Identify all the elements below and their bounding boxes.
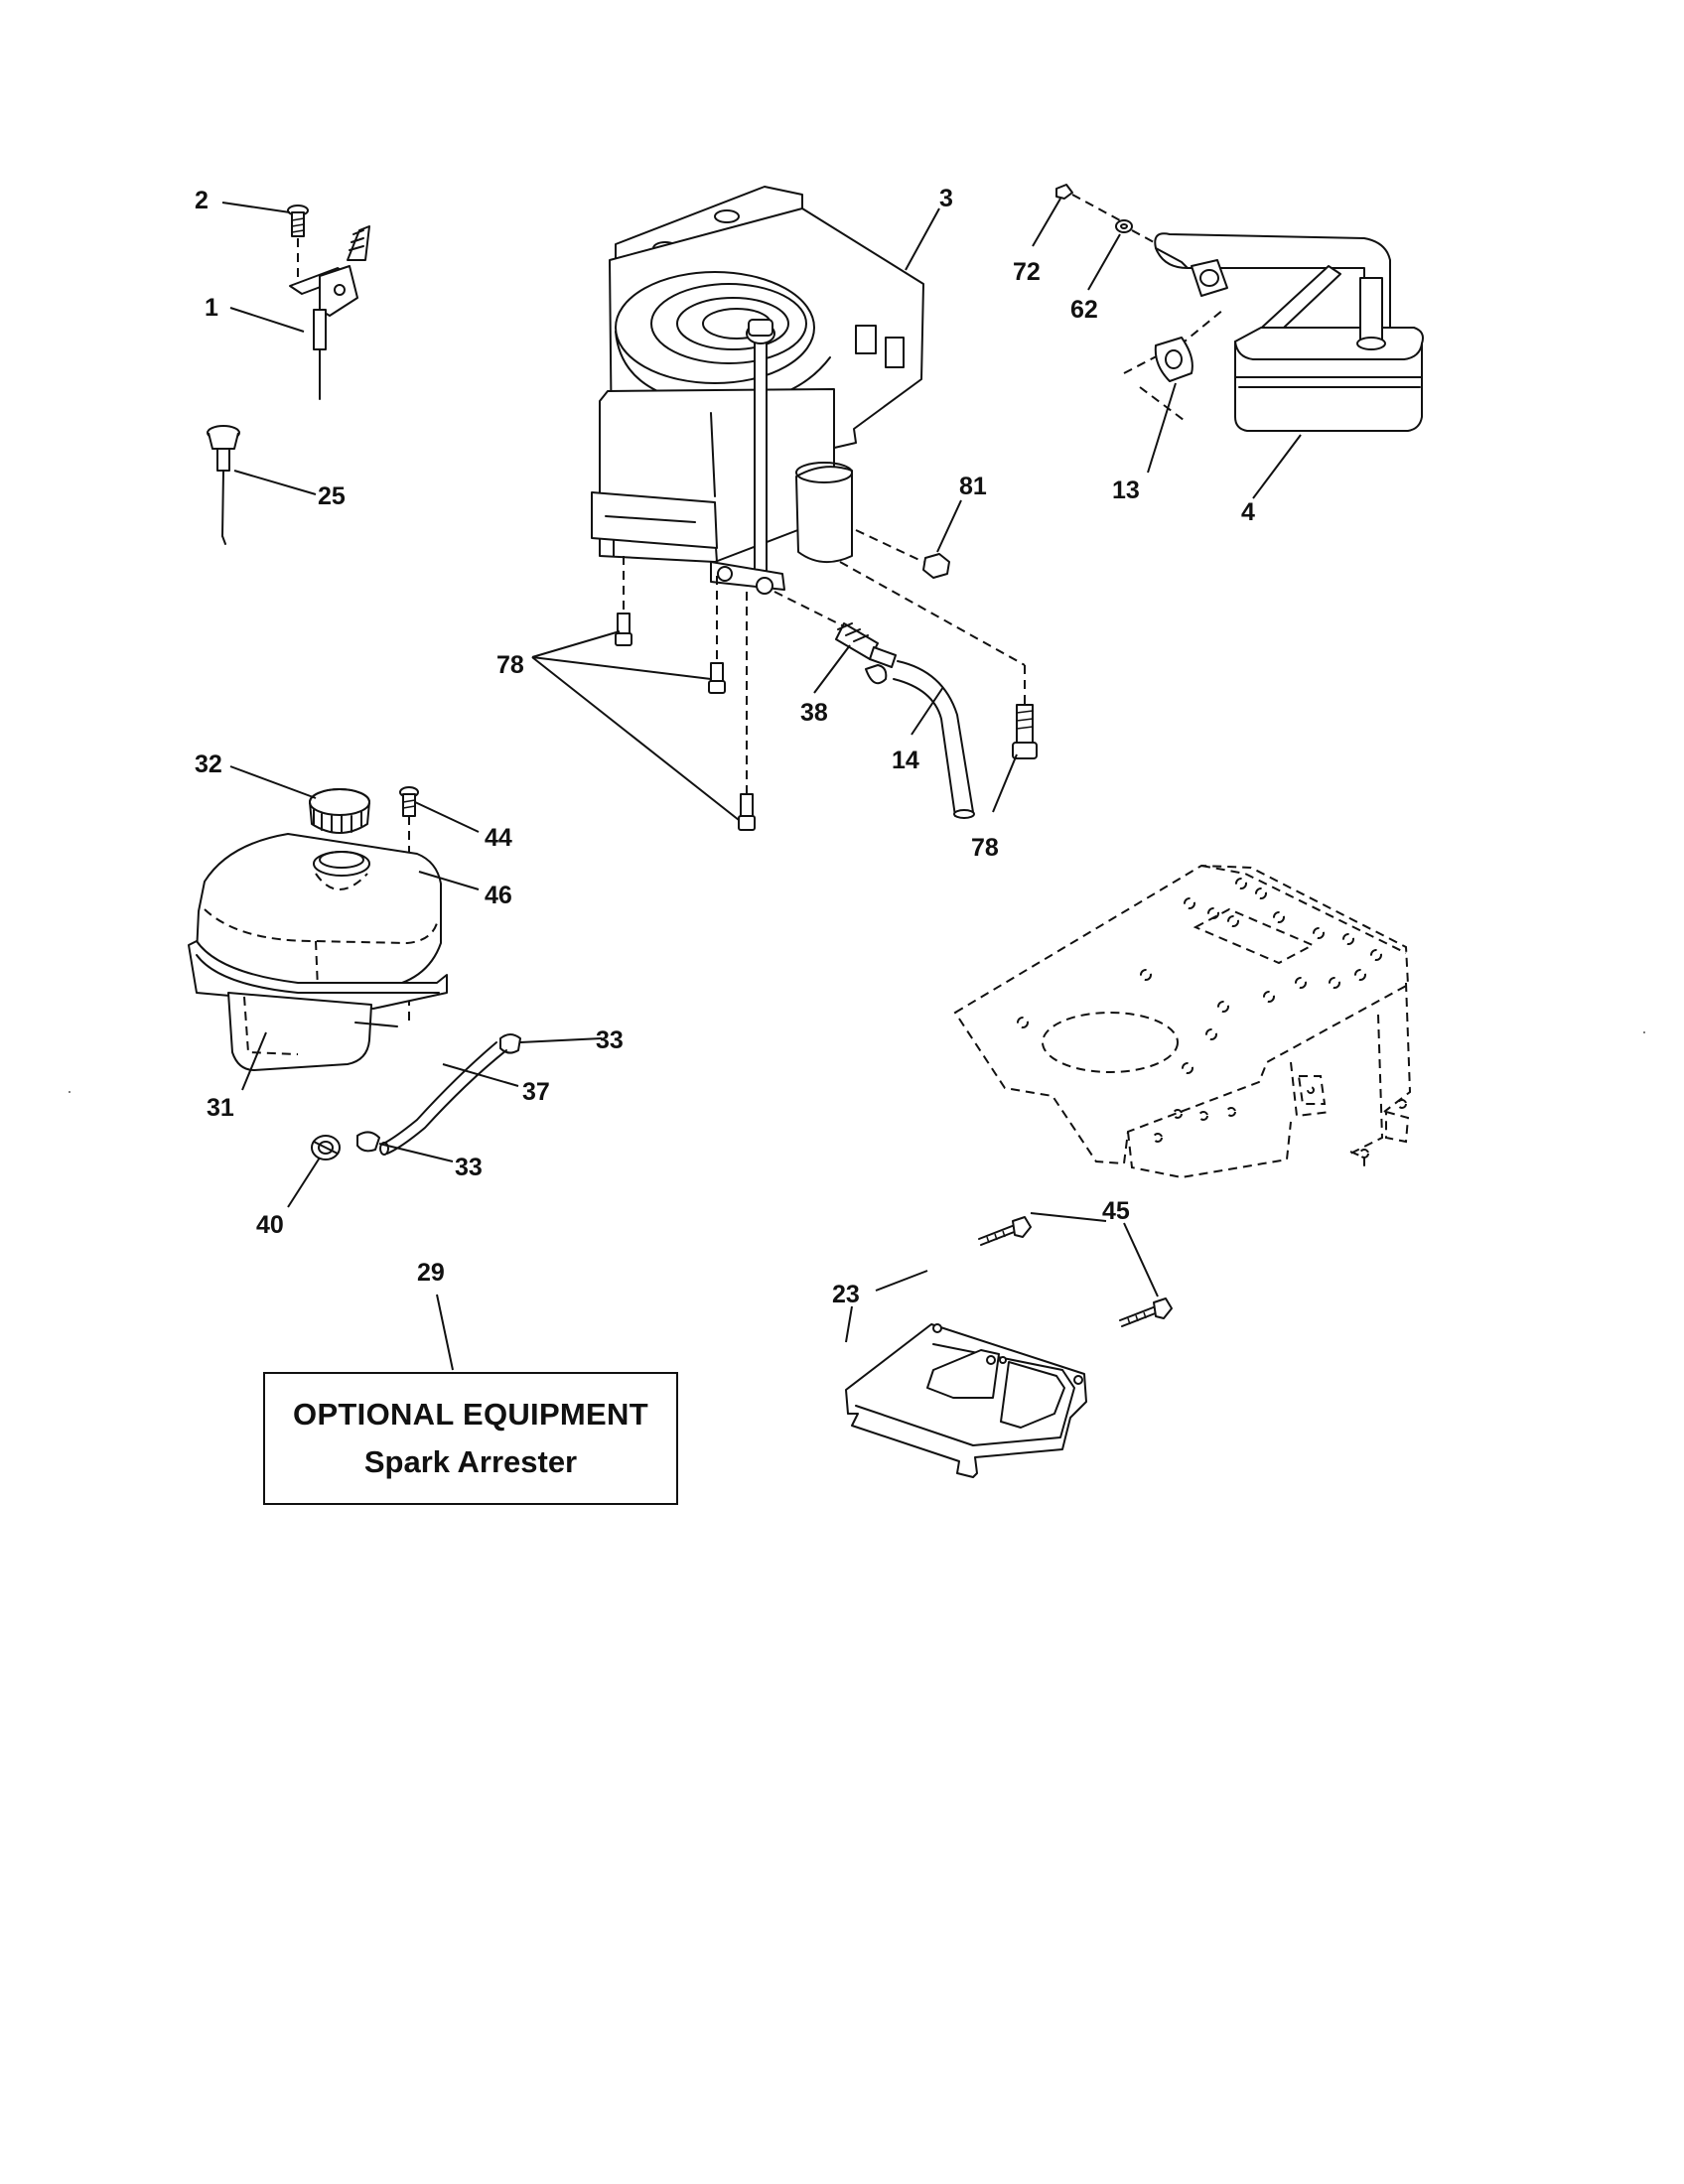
part-13-gasket <box>1123 309 1224 424</box>
spark-arrester-label: Spark Arrester <box>363 1444 578 1479</box>
part-23-plate <box>845 1323 1087 1478</box>
part-44-screw <box>399 786 419 864</box>
callout-2: 2 <box>195 187 209 214</box>
callout-4: 4 <box>1241 498 1255 526</box>
part-45-screws <box>978 1216 1173 1327</box>
leader-lines <box>221 198 1302 1371</box>
part-78-bolts <box>615 556 1038 831</box>
optional-equipment-box: OPTIONAL EQUIPMENT Spark Arrester <box>263 1372 678 1505</box>
callout-14: 14 <box>892 747 919 774</box>
callout-29: 29 <box>417 1259 445 1287</box>
callout-33b: 33 <box>455 1154 483 1181</box>
callout-1: 1 <box>205 294 218 322</box>
part-40-grommet <box>311 1135 341 1160</box>
callout-37: 37 <box>522 1078 550 1106</box>
callout-72: 72 <box>1013 258 1041 286</box>
part-62-lockwasher <box>1115 219 1155 243</box>
callout-labels: 1 2 3 4 13 14 23 25 29 31 32 33 33 37 38… <box>195 185 1255 1308</box>
part-25-knob-cable <box>207 425 240 545</box>
callout-78b: 78 <box>971 834 999 862</box>
callout-81: 81 <box>959 473 987 500</box>
part-37-fuel-line <box>379 1041 507 1156</box>
part-4-muffler <box>1154 232 1424 432</box>
callout-62: 62 <box>1070 296 1098 324</box>
callout-45: 45 <box>1102 1197 1130 1225</box>
chassis-frame <box>953 864 1412 1179</box>
callout-32: 32 <box>195 751 222 778</box>
callout-33a: 33 <box>596 1026 624 1054</box>
callout-31: 31 <box>207 1094 234 1122</box>
callout-3: 3 <box>939 185 953 212</box>
part-32-fuel-cap <box>309 788 370 834</box>
callout-38: 38 <box>800 699 828 727</box>
part-2-screw <box>287 205 309 280</box>
part-38-fuel-filter <box>773 591 897 685</box>
part-72-bolt <box>1055 184 1121 221</box>
part-81-nut <box>839 529 1026 705</box>
callout-23: 23 <box>832 1281 860 1308</box>
part-31-fuel-tank <box>188 833 448 1071</box>
part-1-throttle-control <box>289 225 370 400</box>
optional-equipment-title: OPTIONAL EQUIPMENT <box>293 1397 648 1432</box>
callout-40: 40 <box>256 1211 284 1239</box>
callout-13: 13 <box>1112 477 1140 504</box>
callout-78a: 78 <box>496 651 524 679</box>
part-14-fuel-hose <box>893 660 975 819</box>
part-33-clamp-upper <box>499 1033 521 1054</box>
callout-44: 44 <box>485 824 512 852</box>
callout-46: 46 <box>485 882 512 909</box>
part-33-clamp-lower <box>356 1131 380 1153</box>
part-3-engine <box>591 186 924 595</box>
callout-25: 25 <box>318 482 346 510</box>
